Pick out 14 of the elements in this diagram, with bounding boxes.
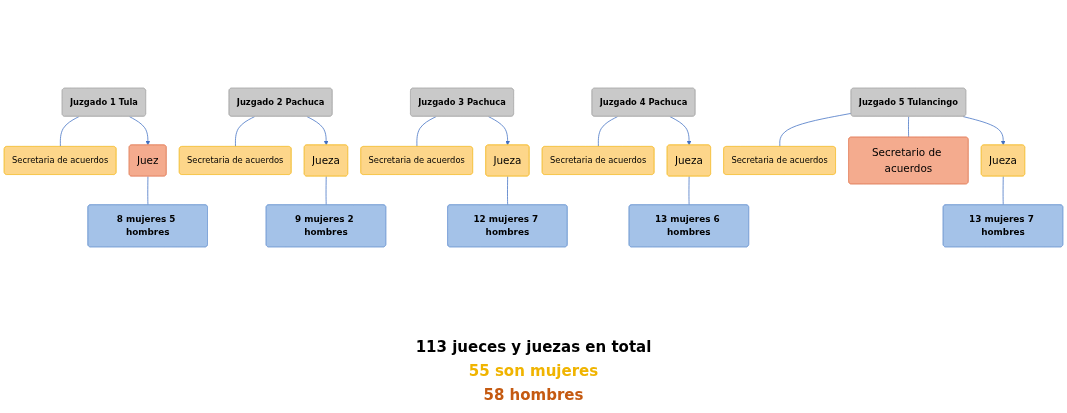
connector [59,116,80,148]
connector [908,116,910,138]
summary-text: 58 hombres [483,385,584,406]
connector [597,116,619,148]
connector [416,116,437,148]
connector [147,175,149,206]
connector [1002,175,1004,206]
summary-text: 113 jueces y juezas en total [415,337,652,358]
connector [688,175,690,206]
connector [325,175,327,206]
connector [235,116,256,148]
connector [779,112,852,148]
connector [507,175,509,206]
summary-text: 55 son mujeres [468,361,599,382]
